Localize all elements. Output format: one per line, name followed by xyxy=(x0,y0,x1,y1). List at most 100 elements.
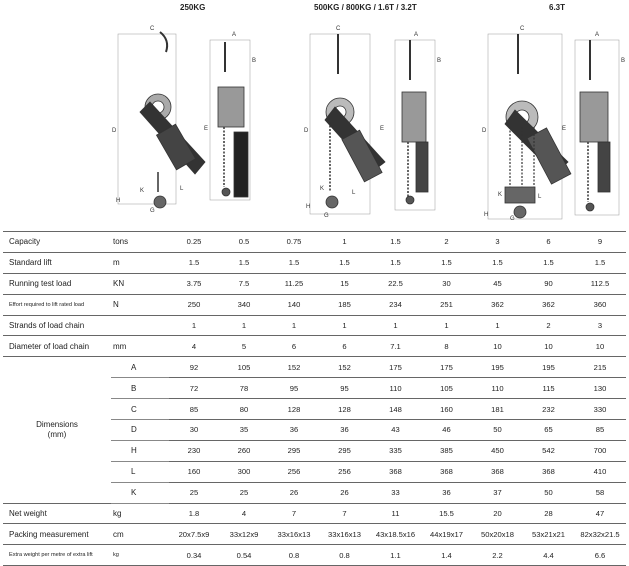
row-unit: cm xyxy=(111,523,169,546)
letter-e: E xyxy=(380,126,384,132)
value-cell: 1 xyxy=(269,315,319,337)
value-cell: 195 xyxy=(523,356,574,379)
value-cell: 234 xyxy=(370,294,421,316)
value-cell: 1.5 xyxy=(421,252,472,274)
row-label: Packing measurement xyxy=(3,523,111,546)
value-cell: 410 xyxy=(574,461,626,483)
value-cell: 43 xyxy=(370,419,421,441)
value-cell: 2 xyxy=(421,231,472,253)
value-cell: 0.34 xyxy=(169,544,219,566)
value-cell: 0.8 xyxy=(319,544,370,566)
value-cell: 128 xyxy=(319,398,370,421)
hoist-drawings: C A D E B H K L G C A D E B H K L G C A … xyxy=(112,26,625,222)
hoist-500kg-front-drawing xyxy=(309,33,386,215)
value-cell: 4.4 xyxy=(523,544,574,566)
value-cell: 11.25 xyxy=(269,273,319,295)
value-cell: 256 xyxy=(319,461,370,483)
letter-c: C xyxy=(336,26,341,32)
value-cell: 1.1 xyxy=(370,544,421,566)
value-cell: 80 xyxy=(219,398,269,421)
value-cell: 3.75 xyxy=(169,273,219,295)
value-cell: 7 xyxy=(269,503,319,525)
value-cell: 148 xyxy=(370,398,421,421)
value-cell: 20 xyxy=(472,503,523,525)
value-cell: 1.5 xyxy=(472,252,523,274)
value-cell: 78 xyxy=(219,377,269,400)
value-cell: 47 xyxy=(574,503,626,525)
value-cell: 115 xyxy=(523,377,574,400)
row-label: Strands of load chain xyxy=(3,315,111,337)
letter-d: D xyxy=(304,128,309,134)
value-cell: 105 xyxy=(421,377,472,400)
value-cell: 7.1 xyxy=(370,335,421,358)
value-cell: 26 xyxy=(319,482,370,504)
letter-a: A xyxy=(595,32,599,38)
row-label: Effort required to lift rated load xyxy=(3,294,111,316)
value-cell: 1.5 xyxy=(370,231,421,253)
hoist-250kg-front-drawing xyxy=(117,31,206,209)
value-cell: 82x32x21.5 xyxy=(574,523,626,546)
letter-e: E xyxy=(204,126,208,132)
value-cell: 26 xyxy=(269,482,319,504)
value-cell: 33x16x13 xyxy=(269,523,319,546)
value-cell: 10 xyxy=(472,335,523,358)
value-cell: 25 xyxy=(219,482,269,504)
letter-c: C xyxy=(520,26,525,32)
value-cell: 37 xyxy=(472,482,523,504)
row-unit: m xyxy=(111,252,169,274)
letter-b: B xyxy=(437,58,441,64)
value-cell: 160 xyxy=(421,398,472,421)
row-unit: N xyxy=(111,294,169,316)
value-cell: 1 xyxy=(370,315,421,337)
dimension-letter: H xyxy=(111,440,169,462)
value-cell: 700 xyxy=(574,440,626,462)
letter-h: H xyxy=(306,204,310,210)
value-cell: 4 xyxy=(219,503,269,525)
header-500kg-3-2t: 500KG / 800KG / 1.6T / 3.2T xyxy=(314,3,417,12)
value-cell: 6 xyxy=(523,231,574,253)
value-cell: 50x20x18 xyxy=(472,523,523,546)
value-cell: 295 xyxy=(269,440,319,462)
value-cell: 450 xyxy=(472,440,523,462)
value-cell: 10 xyxy=(574,335,626,358)
header-250kg: 250KG xyxy=(180,3,206,12)
dimension-letters: C A D E B H K L G C A D E B H K L G C A … xyxy=(112,26,625,222)
value-cell: 130 xyxy=(574,377,626,400)
value-cell: 105 xyxy=(219,356,269,379)
row-unit: mm xyxy=(111,335,169,358)
value-cell: 232 xyxy=(523,398,574,421)
value-cell: 368 xyxy=(370,461,421,483)
value-cell: 22.5 xyxy=(370,273,421,295)
value-cell: 542 xyxy=(523,440,574,462)
value-cell: 175 xyxy=(370,356,421,379)
value-cell: 260 xyxy=(219,440,269,462)
value-cell: 140 xyxy=(269,294,319,316)
value-cell: 50 xyxy=(472,419,523,441)
row-label: Extra weight per metre of extra lift xyxy=(3,544,111,566)
letter-l: L xyxy=(352,190,356,196)
value-cell: 30 xyxy=(421,273,472,295)
value-cell: 5 xyxy=(219,335,269,358)
value-cell: 112.5 xyxy=(574,273,626,295)
value-cell: 50 xyxy=(523,482,574,504)
value-cell: 30 xyxy=(169,419,219,441)
value-cell: 33x12x9 xyxy=(219,523,269,546)
value-cell: 181 xyxy=(472,398,523,421)
value-cell: 7 xyxy=(319,503,370,525)
value-cell: 1.4 xyxy=(421,544,472,566)
letter-e: E xyxy=(562,126,566,132)
letter-b: B xyxy=(252,58,256,64)
value-cell: 43x18.5x16 xyxy=(370,523,421,546)
value-cell: 15.5 xyxy=(421,503,472,525)
row-label: Capacity xyxy=(3,231,111,253)
hoist-500kg-side-drawing xyxy=(394,39,436,211)
value-cell: 6.6 xyxy=(574,544,626,566)
value-cell: 90 xyxy=(523,273,574,295)
value-cell: 340 xyxy=(219,294,269,316)
value-cell: 0.8 xyxy=(269,544,319,566)
